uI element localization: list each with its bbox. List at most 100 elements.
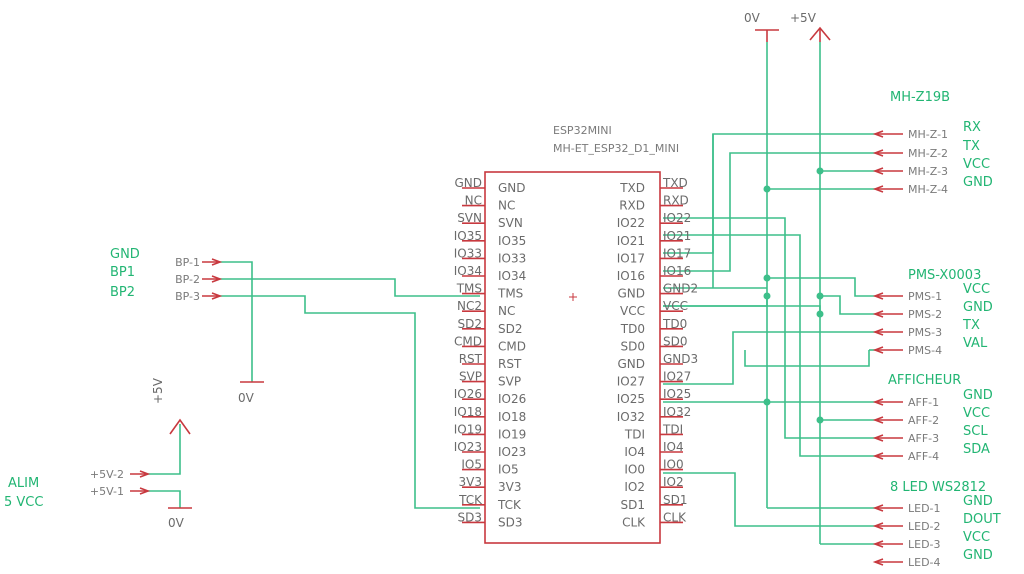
esp32-left-net-label: SVP	[459, 370, 482, 384]
bp-label-bp2: BP2	[110, 285, 135, 300]
alim-pin-name: +5V-2	[90, 468, 124, 481]
wire-mhz-rx	[712, 133, 875, 288]
led-pin-label: GND	[963, 548, 993, 563]
esp32-right-net-label: IO21	[663, 229, 691, 243]
pin-arrow-icon	[872, 540, 884, 548]
junction-dot	[763, 274, 771, 282]
mhz-pin-name: MH-Z-1	[908, 128, 948, 141]
esp32-right-pin-label: TD0	[620, 322, 645, 336]
esp32-right-net-label: IO27	[663, 370, 691, 384]
pin-arrow-icon	[872, 185, 884, 193]
esp32-left-net-label: IO23	[454, 440, 482, 454]
esp32-left-net-label: IO19	[454, 422, 482, 436]
power-5v-top: +5V	[790, 11, 831, 42]
esp32-left-net-label: IO18	[454, 405, 482, 419]
esp32-left-pin-label: NC	[498, 304, 515, 318]
esp32-right-net-label: GND2	[663, 282, 698, 296]
pin-arrow-icon	[872, 292, 884, 300]
esp32-right-net-label: SD0	[663, 334, 688, 348]
esp32-right-net-label: GND3	[663, 352, 698, 366]
esp32-left-pin-label: IO23	[498, 445, 526, 459]
esp32-right-pin-label: VCC	[620, 304, 645, 318]
mhz-title: MH-Z19B	[890, 90, 950, 105]
esp32-right-net-label: IO17	[663, 246, 691, 260]
esp32-right-net-label: CLK	[663, 510, 687, 524]
esp32-left-net-label: IO33	[454, 246, 482, 260]
power-0v-bp: 0V	[238, 381, 264, 405]
wire-bp1	[220, 278, 480, 297]
esp32-left-pin-label: NC	[498, 199, 515, 213]
esp32-right-net-label: SD1	[663, 493, 688, 507]
wire-pms-tx	[698, 331, 875, 385]
esp32-left-pin-label: IO34	[498, 269, 526, 283]
esp32-right-pin-label: SD1	[621, 498, 646, 512]
wire-pms-val-stub	[744, 350, 870, 367]
wire-bp-gnd	[220, 261, 253, 382]
wire-bp2	[220, 295, 480, 509]
junction-dot	[763, 398, 771, 406]
pin-arrow-icon	[872, 346, 884, 354]
esp32-left-net-label: IO5	[461, 458, 482, 472]
esp32-left-pin-label: SVN	[498, 216, 523, 230]
aff-pin-name: AFF-2	[908, 414, 939, 427]
esp32-left-net-label: RST	[459, 352, 483, 366]
power-0v-alim: 0V	[168, 507, 192, 530]
led-pin-label: GND	[963, 494, 993, 509]
esp32-right-net-label: TXD	[662, 176, 688, 190]
esp32-right-net-label: TD0	[662, 317, 687, 331]
mhz-pin-name: MH-Z-3	[908, 165, 948, 178]
wire-pms-gnd	[820, 295, 875, 315]
aff-pin-label: SCL	[963, 424, 988, 439]
esp32-left-net-label: GND	[454, 176, 482, 190]
esp32-left-pin-label: CMD	[498, 339, 526, 353]
led-pin-label: DOUT	[963, 512, 1001, 527]
led-title: 8 LED WS2812	[890, 480, 986, 495]
esp32-right-pin-label: IO21	[617, 234, 645, 248]
esp32-right-net-label: IO32	[663, 405, 691, 419]
esp32-value: MH-ET_ESP32_D1_MINI	[553, 142, 679, 155]
esp32-left-net-label: 3V3	[459, 475, 482, 489]
esp32-right-pin-label: IO32	[617, 410, 645, 424]
bp-pin-name: BP-3	[175, 290, 200, 303]
esp32-right-net-label: TDI	[662, 422, 683, 436]
esp32-left-pin-label: SD3	[498, 515, 523, 529]
pin-arrow-icon	[872, 522, 884, 530]
supply-arrow-icon	[169, 418, 191, 435]
esp32-left-net-label: NC2	[457, 299, 482, 313]
esp32-body	[484, 171, 661, 544]
esp32-right-net-label: VCC	[663, 299, 688, 313]
esp32-left-net-label: IO35	[454, 229, 482, 243]
bp-pin-name: BP-1	[175, 256, 200, 269]
esp32-right-pin-label: IO22	[617, 216, 645, 230]
pms-pin-label: GND	[963, 300, 993, 315]
esp32-left-net-label: CMD	[454, 334, 482, 348]
esp32-right-net-label: IO16	[663, 264, 691, 278]
pin-arrow-icon	[211, 275, 223, 283]
esp32-right-pin-label: IO2	[624, 480, 645, 494]
pms-title: PMS-X0003	[908, 268, 981, 283]
esp32-right-pin-label: GND	[617, 357, 645, 371]
mhz-pin-label: GND	[963, 175, 993, 190]
aff-pin-label: VCC	[963, 406, 990, 421]
esp32-left-pin-label: TMS	[497, 287, 523, 301]
esp32-left-pin-label: SD2	[498, 322, 523, 336]
aff-title: AFFICHEUR	[888, 373, 961, 388]
pin-arrow-icon	[211, 258, 223, 266]
power-label-0v-bp: 0V	[238, 391, 255, 405]
esp32-left-pins: GNDGNDNCNCSVNSVNIO35IO35IO33IO33IO34IO34…	[454, 176, 527, 529]
esp32-left-pin-label: IO33	[498, 251, 526, 265]
esp32-right-pin-label: IO0	[624, 463, 645, 477]
esp32-right-net-label: IO0	[663, 458, 684, 472]
pin-arrow-icon	[872, 310, 884, 318]
mhz-pin-label: VCC	[963, 157, 990, 172]
esp32-right-pin-label: TDI	[624, 427, 645, 441]
pms-pin-label: TX	[962, 318, 980, 333]
power-label-5v: +5V	[790, 11, 817, 25]
